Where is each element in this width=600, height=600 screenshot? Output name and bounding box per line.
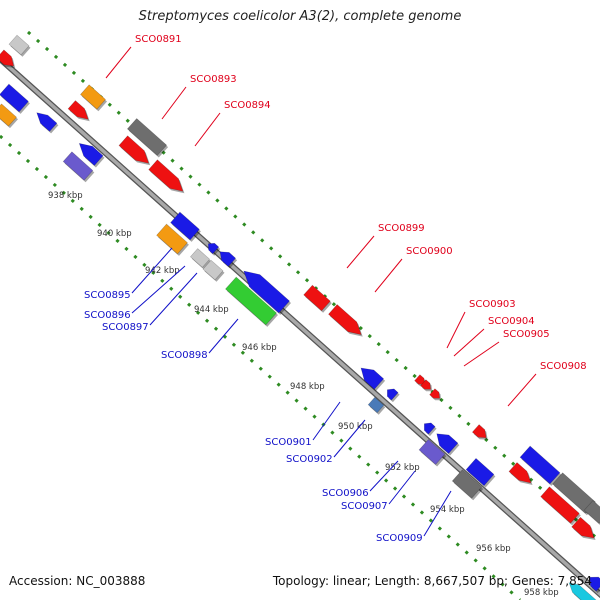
gene-label-reverse: SCO0898 — [161, 350, 208, 361]
gene-feature-2 — [0, 49, 15, 67]
gene-feature-11 — [420, 379, 432, 390]
gene-label-reverse: SCO0895 — [84, 290, 131, 301]
gene-feature-26 — [156, 223, 188, 255]
backbone — [0, 56, 600, 597]
kbp-tick-label: 944 kbp — [194, 305, 229, 315]
gene-label-forward: SCO0908 — [540, 361, 587, 372]
callout-leader — [333, 419, 366, 458]
kbp-tick-label: 952 kbp — [385, 463, 420, 473]
accession-text: Accession: NC_003888 — [9, 574, 146, 588]
gene-label-forward: SCO0899 — [378, 223, 425, 234]
callout-leader — [446, 311, 466, 349]
gene-feature-7 — [148, 159, 184, 192]
gene-feature-8 — [303, 284, 331, 312]
map-title: Streptomyces coelicolor A3(2), complete … — [138, 9, 462, 24]
gene-label-forward: SCO0894 — [224, 100, 271, 111]
gene-label-forward: SCO0891 — [135, 34, 182, 45]
kbp-tick-label: 946 kbp — [242, 343, 277, 353]
gene-feature-22 — [36, 112, 58, 132]
gene-feature-35 — [367, 396, 385, 414]
callout-leader — [453, 328, 485, 357]
upper-tick-track — [27, 30, 600, 543]
gene-feature-21 — [0, 103, 17, 127]
gene-feature-12 — [429, 388, 441, 399]
callout-leader — [194, 112, 221, 147]
kbp-tick-label: 954 kbp — [430, 505, 465, 515]
gene-label-reverse: SCO0897 — [102, 322, 149, 333]
gene-feature-40 — [451, 469, 483, 499]
lower-tick-track — [0, 134, 521, 600]
callout-leader — [131, 265, 186, 314]
callout-leader — [507, 373, 537, 407]
gene-label-reverse: SCO0902 — [286, 454, 333, 465]
callout-leader — [105, 46, 132, 79]
gene-feature-15 — [508, 462, 532, 484]
gene-feature-41 — [589, 576, 600, 592]
gene-feature-27 — [207, 242, 220, 255]
gene-feature-13 — [471, 424, 487, 439]
gene-label-forward: SCO0900 — [406, 246, 453, 257]
gene-feature-10 — [414, 374, 426, 385]
gene-feature-6 — [118, 135, 150, 164]
gene-label-reverse: SCO0909 — [376, 533, 423, 544]
kbp-tick-label: 948 kbp — [290, 382, 325, 392]
gene-feature-38 — [418, 439, 446, 465]
gene-feature-1 — [8, 34, 30, 56]
callout-leader — [131, 247, 173, 294]
gene-feature-4 — [67, 100, 89, 120]
callout-leader — [374, 258, 403, 293]
gene-label-forward: SCO0893 — [190, 74, 237, 85]
kbp-tick-label: 950 kbp — [338, 422, 373, 432]
callout-leader — [161, 86, 187, 120]
kbp-tick-label: 938 kbp — [48, 191, 83, 201]
gene-feature-28 — [219, 251, 237, 267]
gene-feature-33 — [360, 367, 385, 390]
gene-feature-18 — [583, 500, 600, 524]
callout-leader — [208, 318, 239, 354]
gene-feature-24 — [62, 151, 94, 181]
callout-leader — [463, 341, 500, 367]
gene-feature-42 — [568, 582, 597, 600]
gene-feature-5 — [126, 118, 168, 156]
gene-feature-39 — [465, 457, 495, 487]
kbp-tick-label: 956 kbp — [476, 544, 511, 554]
gene-feature-32 — [225, 276, 277, 326]
gene-label-reverse: SCO0901 — [265, 437, 312, 448]
gene-feature-30 — [202, 259, 224, 281]
gene-feature-29 — [189, 248, 211, 268]
callout-leader — [369, 460, 399, 492]
kbp-tick-label: 942 kbp — [145, 266, 180, 276]
gene-feature-37 — [436, 433, 459, 454]
gene-feature-31 — [243, 270, 290, 314]
callout-leader — [388, 470, 416, 505]
gene-feature-3 — [80, 84, 106, 110]
kbp-tick-label: 940 kbp — [97, 229, 132, 239]
genome-summary-text: Topology: linear; Length: 8,667,507 bp; … — [272, 574, 592, 588]
gene-feature-23 — [78, 142, 104, 166]
callout-leader — [346, 235, 375, 269]
gene-label-reverse: SCO0907 — [341, 501, 388, 512]
callout-leader — [149, 272, 198, 326]
gene-feature-16 — [552, 472, 596, 514]
gene-feature-36 — [423, 422, 436, 435]
gene-feature-20 — [0, 83, 29, 113]
gene-label-reverse: SCO0906 — [322, 488, 369, 499]
gene-label-forward: SCO0905 — [503, 329, 550, 340]
gene-feature-17 — [540, 486, 580, 524]
gene-label-forward: SCO0903 — [469, 299, 516, 310]
gene-label-reverse: SCO0896 — [84, 310, 131, 321]
gene-feature-19 — [571, 516, 595, 539]
callout-leader — [312, 401, 341, 441]
gene-feature-25 — [170, 211, 200, 241]
gene-feature-9 — [328, 304, 362, 336]
callout-leader — [423, 490, 452, 537]
gene-label-forward: SCO0904 — [488, 316, 535, 327]
gene-feature-34 — [386, 388, 399, 401]
gene-feature-14 — [519, 445, 561, 485]
kbp-tick-label: 958 kbp — [524, 588, 559, 598]
